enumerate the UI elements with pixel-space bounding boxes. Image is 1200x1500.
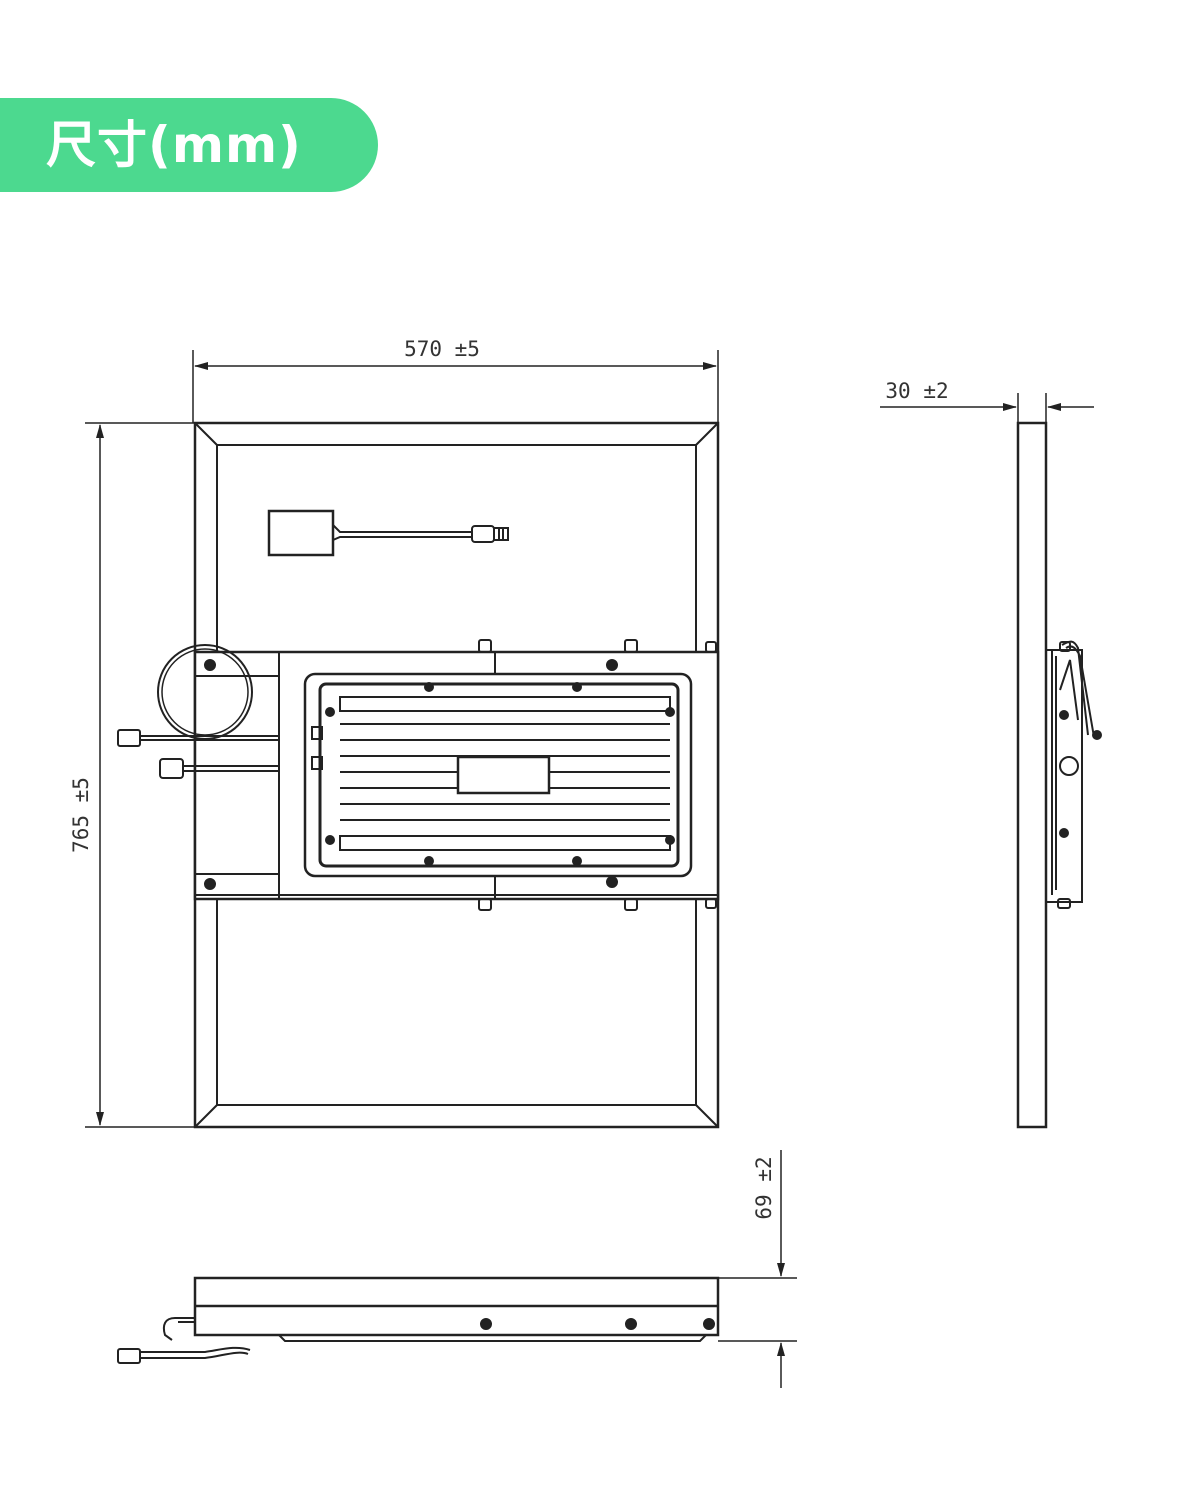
section-title-badge: 尺寸(mm) xyxy=(0,98,378,192)
width-dimension-label: 570 ±5 xyxy=(404,337,480,361)
height-dimension-label: 765 ±5 xyxy=(69,777,93,853)
dimension-lines xyxy=(85,350,1094,1388)
bottom-view xyxy=(117,1276,720,1364)
depth-dimension-label: 69 ±2 xyxy=(752,1156,776,1219)
thickness-dimension-label: 30 ±2 xyxy=(885,379,948,403)
side-view xyxy=(1016,421,1102,1129)
junction-box xyxy=(267,509,509,557)
cable-coil xyxy=(117,644,279,779)
controller-mount xyxy=(193,639,720,911)
section-title: 尺寸(mm) xyxy=(46,116,302,174)
front-view xyxy=(117,421,720,1129)
